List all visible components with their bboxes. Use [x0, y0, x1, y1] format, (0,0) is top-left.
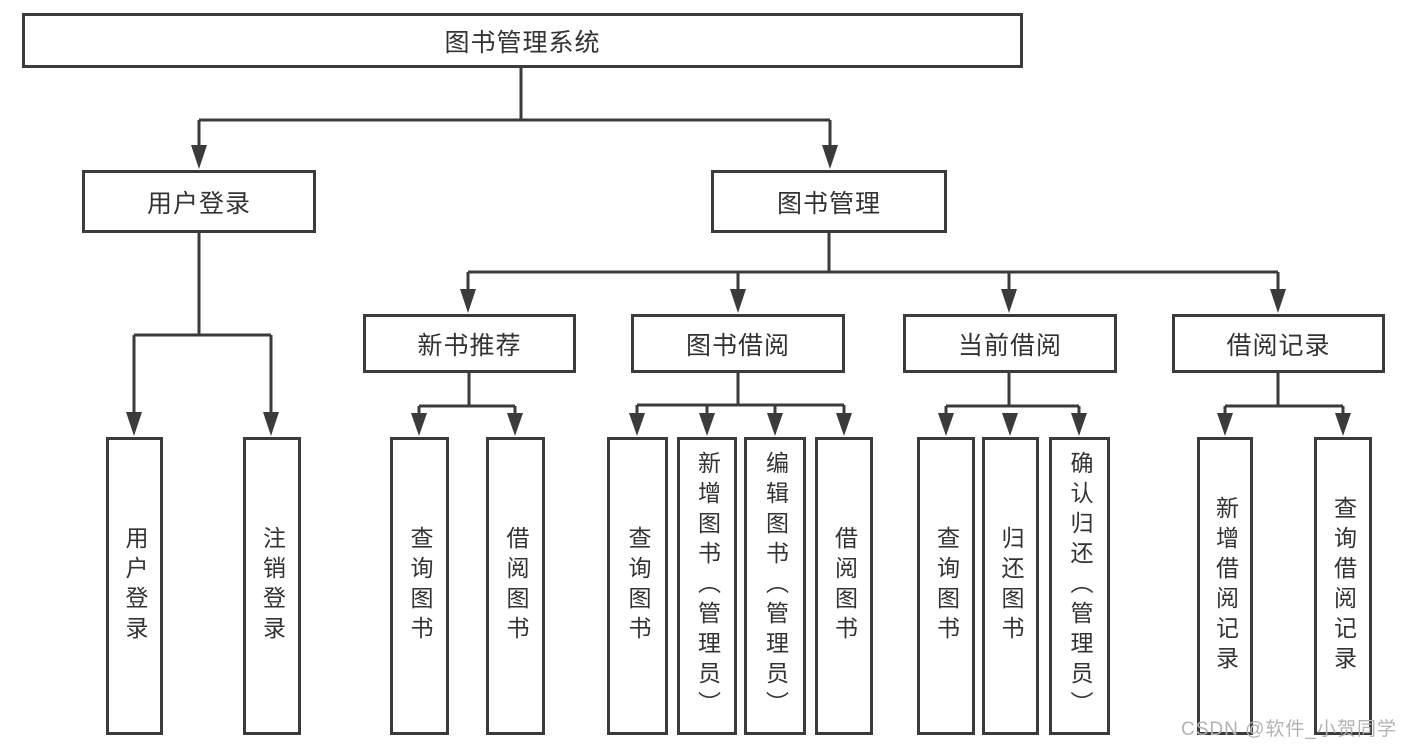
- leaf-label: 查询图书: [933, 526, 960, 646]
- leaf-label: 新增图书（管理员）: [694, 451, 721, 721]
- leaf-add-borrow-record: 新增借阅记录: [1197, 437, 1253, 735]
- node-current-borrowing: 当前借阅: [903, 314, 1117, 373]
- leaf-label: 查询借阅记录: [1330, 496, 1357, 676]
- node-user-login: 用户登录: [82, 170, 316, 233]
- node-label: 用户登录: [146, 189, 251, 218]
- node-label: 当前借阅: [957, 331, 1062, 360]
- leaf-query-books-borrowing: 查询图书: [607, 437, 668, 735]
- node-label: 图书管理: [776, 189, 881, 218]
- leaf-query-borrow-record: 查询借阅记录: [1314, 437, 1372, 735]
- leaf-label: 查询图书: [625, 526, 651, 646]
- node-book-management: 图书管理: [711, 170, 947, 233]
- leaf-label: 用户登录: [122, 526, 148, 646]
- leaf-label: 注销登录: [259, 526, 286, 646]
- leaf-add-books-admin: 新增图书（管理员）: [677, 437, 737, 735]
- node-library-management-system: 图书管理系统: [22, 13, 1023, 68]
- leaf-label: 新增借阅记录: [1212, 496, 1239, 676]
- leaf-label: 查询图书: [407, 526, 433, 646]
- node-label: 借阅记录: [1226, 331, 1331, 360]
- leaf-return-books: 归还图书: [982, 437, 1039, 735]
- node-borrow-records: 借阅记录: [1172, 314, 1385, 373]
- leaf-confirm-return-admin: 确认归还（管理员）: [1049, 437, 1110, 735]
- leaf-query-books-current: 查询图书: [917, 437, 975, 735]
- leaf-label: 编辑图书（管理员）: [762, 451, 789, 721]
- leaf-user-login: 用户登录: [106, 437, 163, 735]
- node-new-book-recommend: 新书推荐: [363, 314, 576, 373]
- leaf-label: 借阅图书: [503, 526, 529, 646]
- leaf-label: 归还图书: [998, 526, 1024, 646]
- node-label: 图书借阅: [685, 331, 790, 360]
- leaf-query-books-recommend: 查询图书: [390, 437, 449, 735]
- leaf-logout: 注销登录: [243, 437, 301, 735]
- node-book-borrowing: 图书借阅: [631, 314, 845, 373]
- node-label: 图书管理系统: [444, 28, 601, 57]
- leaf-edit-books-admin: 编辑图书（管理员）: [744, 437, 806, 735]
- watermark: CSDN @软件_小贺同学: [1181, 719, 1397, 740]
- leaf-borrow-books-recommend: 借阅图书: [486, 437, 545, 735]
- leaf-label: 确认归还（管理员）: [1067, 451, 1093, 721]
- leaf-label: 借阅图书: [831, 526, 858, 646]
- node-label: 新书推荐: [417, 331, 522, 360]
- leaf-borrow-books: 借阅图书: [815, 437, 873, 735]
